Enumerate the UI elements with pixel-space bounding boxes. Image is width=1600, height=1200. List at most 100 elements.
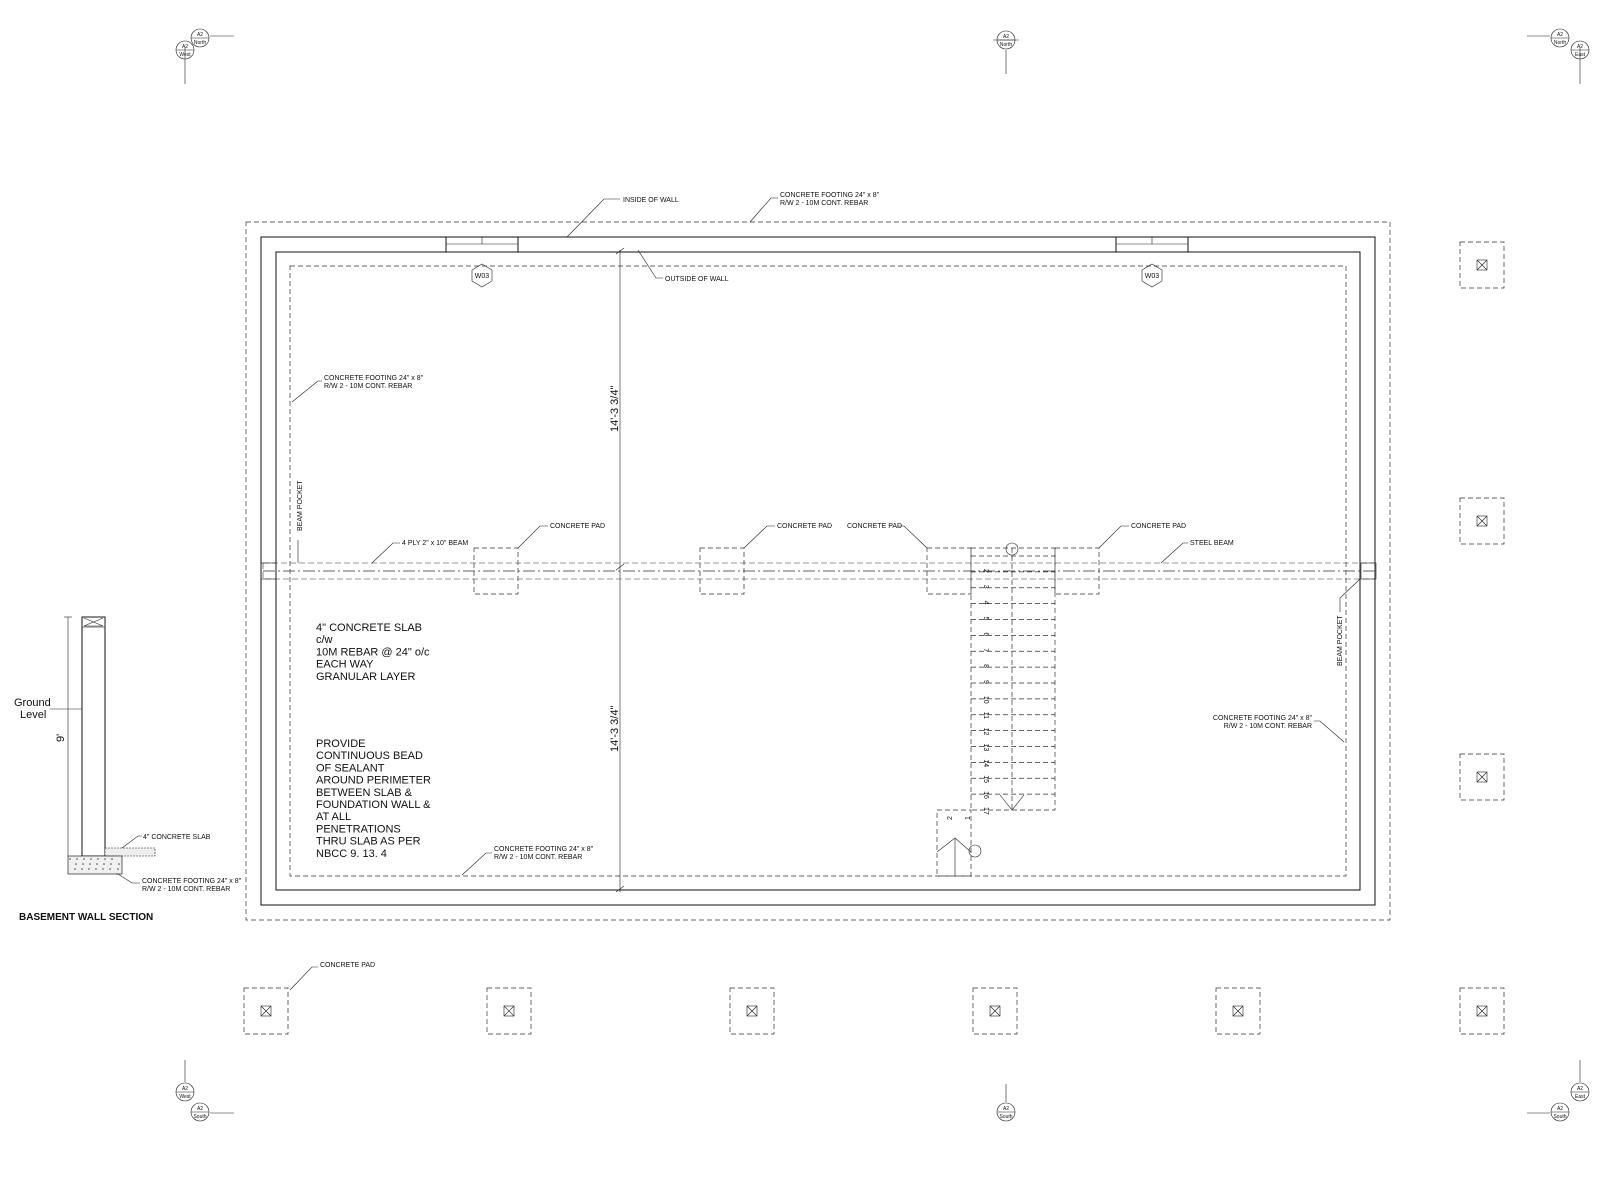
footing-hatch-dot bbox=[76, 858, 78, 860]
stair-tread-number: 15 bbox=[982, 775, 989, 783]
footing-hatch-dot bbox=[110, 863, 112, 865]
footing-hatch-dot bbox=[95, 868, 97, 870]
exterior-pad bbox=[243, 987, 289, 1035]
sealant-note-line: THRU SLAB AS PER bbox=[316, 836, 421, 848]
concrete-pad-1 bbox=[473, 547, 519, 595]
elevation-marker-sheet: A2 bbox=[1003, 34, 1009, 40]
elevation-marker-view: West bbox=[179, 1094, 191, 1100]
pad-center-box bbox=[1476, 1005, 1488, 1017]
elevation-marker-sheet: A2 bbox=[1557, 1106, 1563, 1112]
elevation-marker-view: North bbox=[1554, 40, 1566, 46]
dimension-lower: 14'-3 3/4" bbox=[609, 706, 621, 752]
stair-tread-number: 7 bbox=[982, 648, 989, 652]
stair-tread-number: 8 bbox=[982, 664, 989, 668]
elevation-marker-view: West bbox=[179, 52, 191, 58]
elevation-markers: A2NorthA2WestA2NorthA2NorthA2EastA2WestA… bbox=[175, 28, 1590, 1122]
callout-outside-of-wall: OUTSIDE OF WALL bbox=[665, 276, 729, 283]
footing-hatch-dot bbox=[88, 868, 90, 870]
pad-center-x bbox=[746, 1005, 758, 1017]
elevation-marker-sheet: A2 bbox=[1003, 1106, 1009, 1112]
footing-hatch-dot bbox=[75, 863, 77, 865]
window-left bbox=[445, 236, 519, 253]
footing-hatch-dot bbox=[81, 868, 83, 870]
pad-center-x bbox=[1232, 1005, 1244, 1017]
exterior-pad bbox=[972, 987, 1018, 1035]
sealant-note-line: CONTINUOUS BEAD bbox=[316, 750, 423, 762]
callout-footing-left-2: R/W 2 - 10M CONT. REBAR bbox=[324, 383, 412, 390]
footing-hatch-dot bbox=[74, 868, 76, 870]
elevation-marker-sheet: A2 bbox=[1577, 1086, 1583, 1092]
callout-footing-bottom-2: R/W 2 - 10M CONT. REBAR bbox=[494, 854, 582, 861]
stair-tread-number: 5 bbox=[982, 617, 989, 621]
footing-hatch-dot bbox=[102, 868, 104, 870]
exterior-pad bbox=[1459, 753, 1505, 801]
pad-center-x bbox=[989, 1005, 1001, 1017]
svg-text:W03: W03 bbox=[1145, 273, 1160, 280]
slab-note-line: 10M REBAR @ 24" o/c bbox=[316, 646, 430, 658]
concrete-pad-2 bbox=[699, 547, 745, 595]
window-right bbox=[1115, 236, 1189, 253]
sealant-note-line: AT ALL bbox=[316, 811, 351, 823]
exterior-pad bbox=[1459, 987, 1505, 1035]
callout-concrete-pad-3: CONCRETE PAD bbox=[847, 523, 902, 530]
beam-line bbox=[260, 562, 1377, 580]
footing-hatch-dot bbox=[117, 868, 119, 870]
vertical-dimension bbox=[615, 247, 625, 893]
slab-note-line: c/w bbox=[316, 634, 333, 646]
elevation-marker-sheet: A2 bbox=[1557, 32, 1563, 38]
sealant-note-line: FOUNDATION WALL & bbox=[316, 799, 431, 811]
elevation-marker-sheet: A2 bbox=[197, 1106, 203, 1112]
dimension-upper: 14'-3 3/4" bbox=[609, 386, 621, 432]
pad-center-box bbox=[260, 1005, 272, 1017]
stair-tread-number: 6 bbox=[982, 632, 989, 636]
callout-footing-bottom-1: CONCRETE FOOTING 24" x 8" bbox=[494, 846, 594, 853]
footing-hatch-dot bbox=[69, 858, 71, 860]
ground-level-line1: Ground bbox=[14, 697, 51, 709]
exterior-pad bbox=[1459, 241, 1505, 289]
stair-landing: 2 1 bbox=[936, 809, 982, 877]
footing-hatch-dot bbox=[103, 863, 105, 865]
stair-tread-number: 14 bbox=[982, 759, 989, 767]
footing-hatch-dot bbox=[90, 858, 92, 860]
callout-concrete-pad-2: CONCRETE PAD bbox=[777, 523, 832, 530]
pad-center-x bbox=[1476, 515, 1488, 527]
slab-note-line: GRANULAR LAYER bbox=[316, 671, 415, 683]
callout-steel-beam: STEEL BEAM bbox=[1190, 540, 1234, 547]
elevation-marker-view: East bbox=[1575, 52, 1586, 58]
pad-center-box bbox=[989, 1005, 1001, 1017]
footing-hatch-dot bbox=[109, 868, 111, 870]
footing-hatch-dot bbox=[89, 863, 91, 865]
exterior-pad bbox=[1215, 987, 1261, 1035]
exterior-pad bbox=[729, 987, 775, 1035]
pad-center-box bbox=[1476, 515, 1488, 527]
elevation-marker-view: South bbox=[1553, 1114, 1566, 1120]
elevation-marker-view: East bbox=[1575, 1094, 1586, 1100]
elevation-marker-view: North bbox=[1000, 42, 1012, 48]
elevation-marker-view: North bbox=[194, 40, 206, 46]
svg-text:2: 2 bbox=[947, 816, 954, 820]
footing-hatch-dot bbox=[118, 863, 120, 865]
footing-hatch-dot bbox=[116, 873, 118, 875]
pad-center-box bbox=[1476, 771, 1488, 783]
section-title: BASEMENT WALL SECTION bbox=[19, 912, 153, 923]
sealant-note-line: PROVIDE bbox=[316, 738, 366, 750]
callout-footing-top-2: R/W 2 - 10M CONT. REBAR bbox=[780, 200, 868, 207]
ground-level-line2: Level bbox=[20, 709, 46, 721]
pad-center-x bbox=[1476, 771, 1488, 783]
footing-hatch-dot bbox=[104, 858, 106, 860]
stair-tread-number: 4 bbox=[982, 601, 989, 605]
stair-tread-number: 17 bbox=[982, 807, 989, 815]
window-tag-left: W03 bbox=[471, 263, 493, 288]
callout-beam-pocket-left: BEAM POCKET bbox=[297, 480, 304, 531]
slab-note-line: EACH WAY bbox=[316, 659, 374, 671]
elevation-marker-sheet: A2 bbox=[182, 1086, 188, 1092]
stair-tread-number: 10 bbox=[982, 696, 989, 704]
exterior-pad bbox=[486, 987, 532, 1035]
sealant-note-line: AROUND PERIMETER bbox=[316, 775, 431, 787]
callout-footing-right-1: CONCRETE FOOTING 24" x 8" bbox=[1213, 715, 1313, 722]
window-tag-right: W03 bbox=[1141, 263, 1163, 288]
exterior-concrete-pads bbox=[243, 241, 1505, 1035]
